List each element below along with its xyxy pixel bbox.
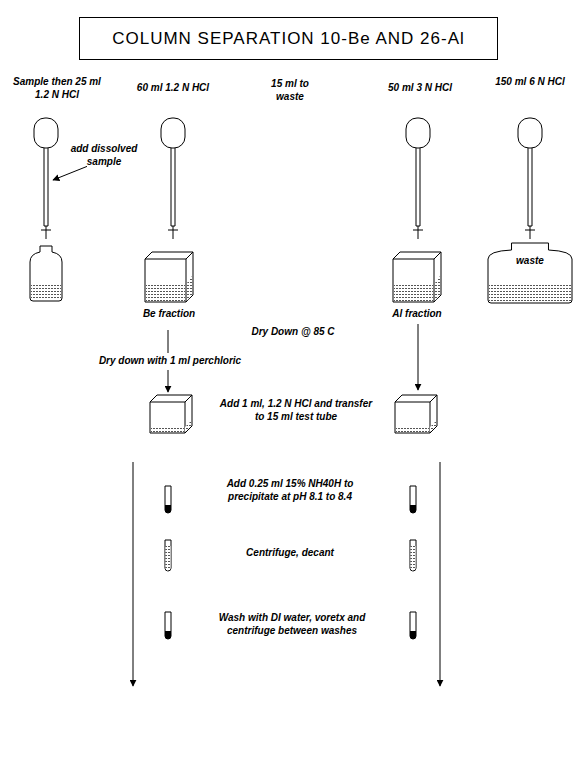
- column: [518, 118, 542, 239]
- node-label: Be fraction: [143, 308, 195, 320]
- step-label: Sample then 25 ml 1.2 N HCl: [7, 76, 107, 101]
- beaker: [150, 395, 192, 433]
- step-label: 60 ml 1.2 N HCl: [118, 82, 228, 95]
- step-label: add dissolved sample: [64, 143, 144, 168]
- layout-part: [410, 612, 416, 639]
- fraction-beaker: Al fraction: [393, 252, 441, 302]
- layout-part: [34, 118, 58, 239]
- fraction-beaker: Be fraction: [145, 252, 193, 302]
- node-outline: [488, 243, 572, 303]
- title-box: COLUMN SEPARATION 10-Be AND 26-Al: [79, 17, 498, 60]
- flow-line: [168, 330, 169, 353]
- layout-part: [518, 118, 542, 239]
- label-text: Dry down with 1 ml perchloric: [99, 355, 241, 366]
- layout-part: [165, 486, 171, 513]
- layout-part: [161, 118, 185, 239]
- column: [34, 118, 58, 239]
- layout-part: [150, 395, 192, 433]
- node-label: waste: [516, 255, 544, 267]
- layout-part: [410, 540, 416, 571]
- test-tube: [410, 486, 416, 513]
- test-tube: [410, 540, 416, 571]
- beaker-liquid: [394, 276, 440, 301]
- layout-part: [395, 395, 437, 433]
- bottle-liquid: [489, 283, 571, 302]
- flow-arrow: [440, 462, 441, 686]
- step-label: 15 ml to waste: [268, 78, 312, 103]
- layout-part: [410, 486, 416, 513]
- bottle-outline: [488, 243, 572, 303]
- step-label: 50 ml 3 N HCl: [370, 82, 470, 95]
- beaker-liquid: [146, 276, 192, 301]
- step-label: Add 1 ml, 1.2 N HCl and transfer to 15 m…: [214, 398, 378, 423]
- step-label: Centrifuge, decant: [220, 547, 360, 560]
- test-tube: [165, 612, 171, 639]
- node-label: Al fraction: [392, 308, 441, 320]
- node-outline: [393, 252, 441, 302]
- column: [406, 118, 430, 239]
- beaker-back: [145, 252, 193, 302]
- label-text: add dissolved sample: [71, 143, 138, 167]
- label-text: 150 ml 6 N HCl: [495, 76, 564, 87]
- node-outline: [145, 252, 193, 302]
- step-label: Wash with DI water, voretx and centrifug…: [200, 612, 384, 637]
- collection-bottle: [30, 246, 62, 301]
- column: [161, 118, 185, 239]
- label-text: Add 1 ml, 1.2 N HCl and transfer to 15 m…: [220, 398, 372, 422]
- flow-arrow: [133, 462, 134, 686]
- step-label: Dry Down @ 85 C: [233, 326, 353, 339]
- flow-arrow: [418, 324, 419, 390]
- step-label: 150 ml 6 N HCl: [495, 76, 565, 89]
- layout-part: [406, 118, 430, 239]
- label-text: Sample then 25 ml 1.2 N HCl: [13, 76, 101, 100]
- beaker-back: [393, 252, 441, 302]
- flow-arrow: [168, 370, 169, 392]
- label-text: 15 ml to waste: [271, 78, 309, 102]
- step-label: Add 0.25 ml 15% NH40H to precipitate at …: [220, 478, 360, 503]
- layout-part: [165, 612, 171, 639]
- label-text: 60 ml 1.2 N HCl: [137, 82, 209, 93]
- label-text: Dry Down @ 85 C: [251, 326, 334, 337]
- test-tube: [410, 612, 416, 639]
- label-text: Wash with DI water, voretx and centrifug…: [219, 612, 366, 636]
- waste-bottle: waste: [488, 243, 572, 303]
- test-tube: [165, 540, 171, 571]
- test-tube: [165, 486, 171, 513]
- bottle-liquid: [31, 283, 61, 300]
- beaker: [395, 395, 437, 433]
- layout-part: [165, 540, 171, 571]
- label-text: Centrifuge, decant: [246, 547, 334, 558]
- step-label: Dry down with 1 ml perchloric: [70, 355, 270, 368]
- leader-arrow: [53, 166, 88, 180]
- label-text: 50 ml 3 N HCl: [388, 82, 452, 93]
- label-text: Add 0.25 ml 15% NH40H to precipitate at …: [227, 478, 354, 502]
